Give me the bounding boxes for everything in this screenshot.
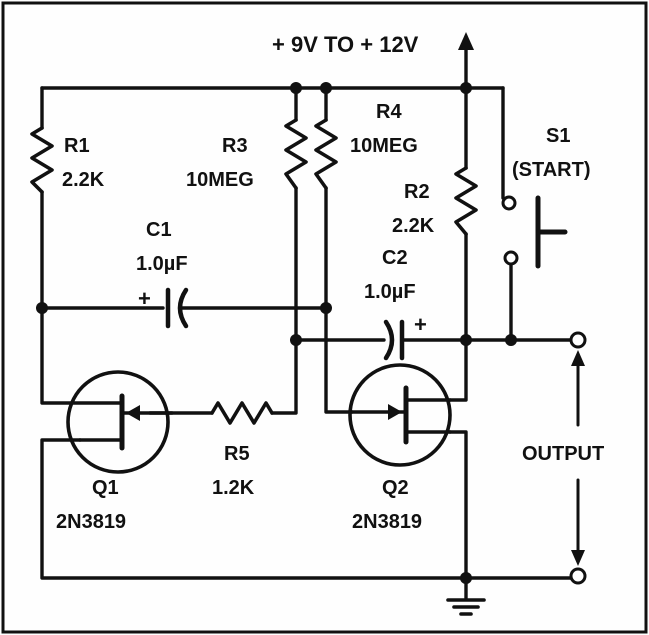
output-indicator bbox=[569, 331, 587, 585]
ground-icon bbox=[446, 598, 486, 616]
c1-ref-label: C1 bbox=[146, 219, 172, 241]
output-arrow-up-icon bbox=[571, 350, 585, 366]
junction-dot bbox=[505, 334, 517, 346]
output-arrow-down-icon bbox=[571, 550, 585, 566]
q2-ref-label: Q2 bbox=[382, 477, 409, 499]
junction-dot bbox=[320, 82, 332, 94]
q1-ref-label: Q1 bbox=[92, 477, 119, 499]
s1-note-label: (START) bbox=[512, 159, 591, 181]
r2-column-wire bbox=[448, 86, 468, 402]
c1-value-label: 1.0µF bbox=[136, 253, 188, 275]
r1-value-label: 2.2K bbox=[62, 169, 105, 191]
supply-arrow-icon bbox=[458, 32, 474, 50]
r5-value-label: 1.2K bbox=[212, 477, 255, 499]
junction-dot bbox=[460, 82, 472, 94]
r4-ref-label: R4 bbox=[376, 101, 402, 123]
r2-value-label: 2.2K bbox=[392, 215, 435, 237]
c2-plus-label: + bbox=[414, 312, 427, 337]
r4-value-label: 10MEG bbox=[350, 135, 418, 157]
junction-dot bbox=[460, 334, 472, 346]
junction-dot bbox=[320, 302, 332, 314]
q2-gate-arrow bbox=[388, 404, 402, 420]
r3-value-label: 10MEG bbox=[186, 169, 254, 191]
q1-gate-arrow bbox=[126, 405, 140, 421]
r4-column-wire bbox=[324, 86, 354, 414]
switch-s1 bbox=[501, 195, 568, 269]
junction-dot bbox=[36, 302, 48, 314]
supply-label: + 9V TO + 12V bbox=[272, 32, 419, 57]
resistor-r5 bbox=[210, 401, 274, 425]
capacitor-c1 bbox=[165, 287, 189, 329]
junction-dot bbox=[290, 82, 302, 94]
r5-ref-label: R5 bbox=[224, 443, 250, 465]
junction-dot bbox=[290, 334, 302, 346]
jfet-q2 bbox=[348, 363, 452, 467]
output-label: OUTPUT bbox=[522, 443, 604, 465]
r1-ref-label: R1 bbox=[64, 135, 90, 157]
junction-dot bbox=[460, 572, 472, 584]
c2-ref-label: C2 bbox=[382, 247, 408, 269]
resistor-r3 bbox=[284, 118, 308, 190]
r2-ref-label: R2 bbox=[404, 181, 430, 203]
capacitor-c2 bbox=[383, 319, 405, 361]
resistor-r4 bbox=[314, 118, 338, 190]
q1-ground-loop-wire bbox=[40, 438, 580, 580]
q2-part-label: 2N3819 bbox=[352, 511, 422, 533]
r3-ref-label: R3 bbox=[222, 135, 248, 157]
s1-ref-label: S1 bbox=[546, 125, 570, 147]
r3-column-wire bbox=[270, 86, 298, 415]
q1-part-label: 2N3819 bbox=[56, 511, 126, 533]
resistor-r2 bbox=[454, 166, 478, 236]
c1-plus-label: + bbox=[138, 286, 151, 311]
c2-value-label: 1.0µF bbox=[364, 281, 416, 303]
q2-ground-wire bbox=[448, 430, 468, 580]
output-terminal-bottom bbox=[569, 567, 587, 585]
r1-column-wire bbox=[40, 86, 74, 405]
resistor-r1 bbox=[30, 126, 54, 194]
output-terminal-top bbox=[569, 331, 587, 349]
junction-dots bbox=[36, 82, 517, 584]
jfet-q1 bbox=[66, 370, 174, 474]
